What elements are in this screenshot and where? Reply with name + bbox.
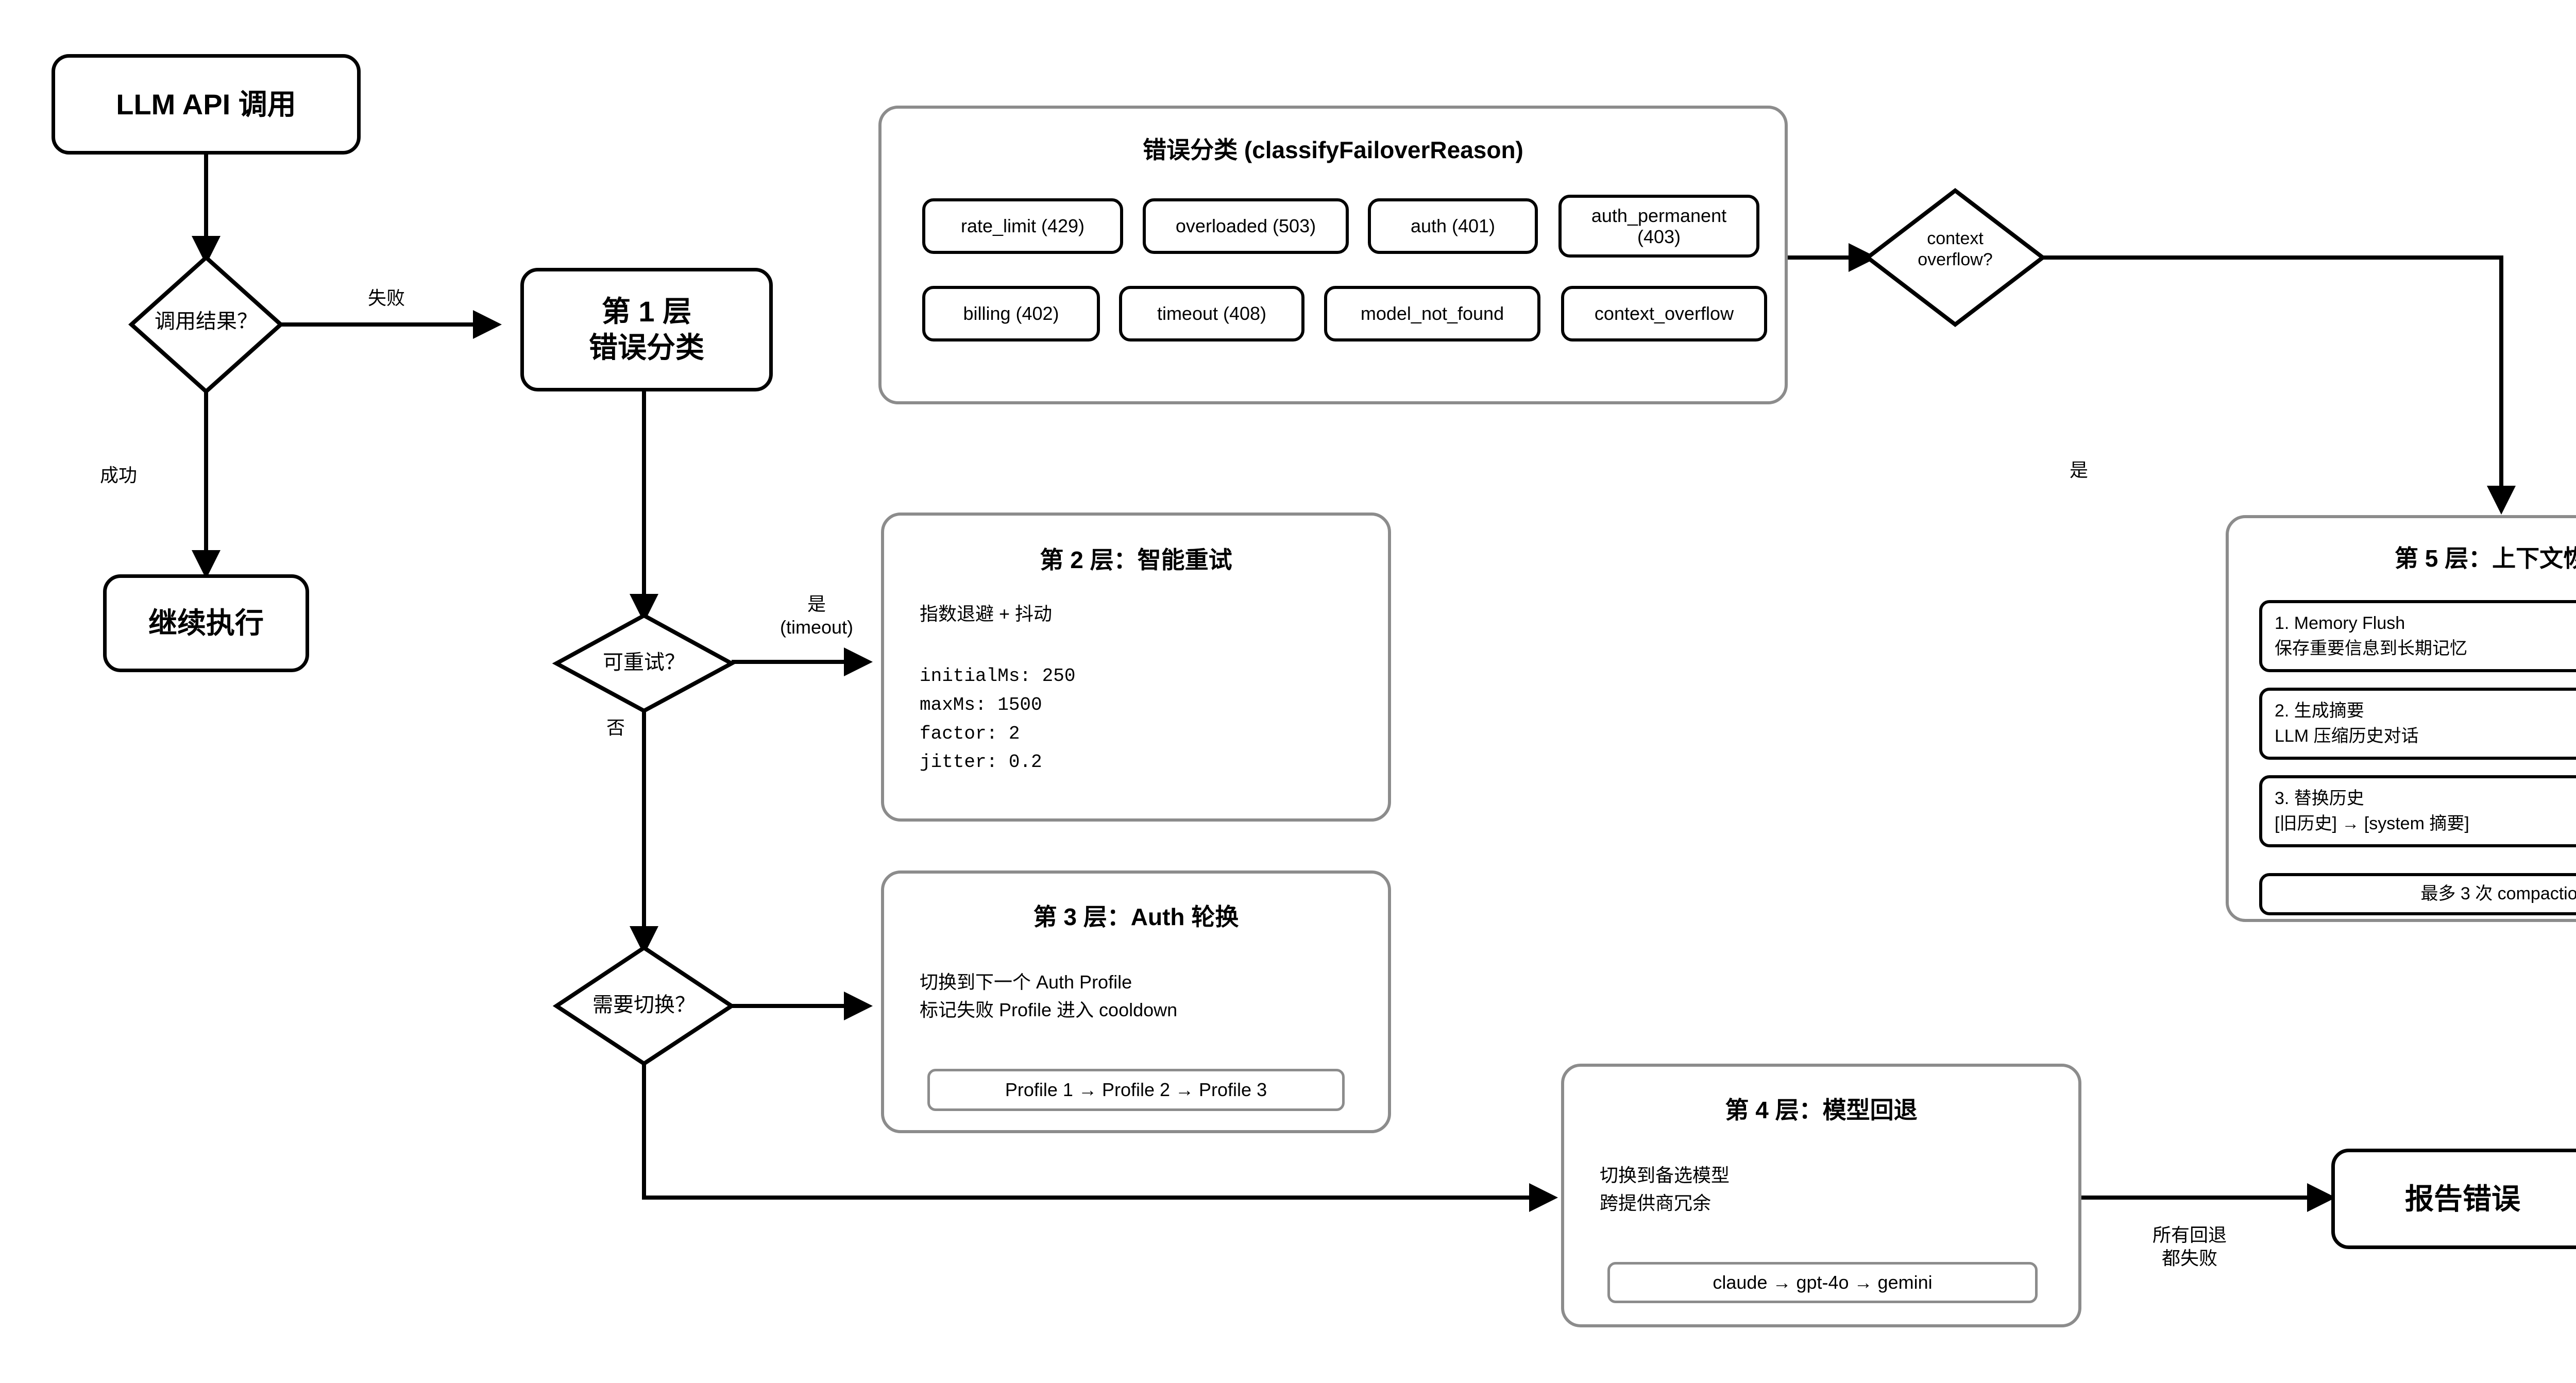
edge-label-all-fallback-failed: 所有回退 都失败 (2152, 1224, 2227, 1269)
chip-overloaded[interactable]: overloaded (503) (1143, 198, 1349, 254)
edge-label-yes-timeout: 是 (timeout) (779, 593, 854, 638)
node-report-error[interactable]: 报告错误 (2331, 1149, 2576, 1249)
decision-need-switch[interactable] (552, 945, 736, 1066)
chip-auth-permanent[interactable]: auth_permanent (403) (1558, 195, 1759, 258)
edge-contextoverflow-to-layer5 (2043, 255, 2516, 515)
node-start[interactable]: LLM API 调用 (52, 54, 361, 155)
panel-layer2: 第 2 层：智能重试 (881, 513, 1391, 822)
layer5-footer[interactable]: 最多 3 次 compaction (2259, 873, 2576, 915)
panel-layer3-title: 第 3 层：Auth 轮换 (1033, 903, 1239, 930)
chip-billing[interactable]: billing (402) (922, 286, 1100, 342)
layer5-step-2[interactable]: 2. 生成摘要 LLM 压缩历史对话 (2259, 688, 2576, 760)
chip-timeout[interactable]: timeout (408) (1119, 286, 1304, 342)
node-report-error-label: 报告错误 (2405, 1182, 2520, 1215)
decision-retryable[interactable] (552, 613, 736, 713)
chip-rate-limit[interactable]: rate_limit (429) (922, 198, 1123, 254)
chip-model-not-found[interactable]: model_not_found (1324, 286, 1540, 342)
panel-error-classification-title: 错误分类 (classifyFailoverReason) (1143, 136, 1523, 163)
layer3-lines: 切换到下一个 Auth Profile 标记失败 Profile 进入 cool… (920, 971, 1178, 1020)
layer2-config: initialMs: 250 maxMs: 1500 factor: 2 jit… (920, 665, 1076, 773)
layer4-lines: 切换到备选模型 跨提供商冗余 (1600, 1165, 1730, 1214)
layer3-profile-chain[interactable]: Profile 1 → Profile 2 → Profile 3 (927, 1069, 1345, 1111)
node-start-label: LLM API 调用 (116, 88, 296, 121)
edge-label-fail: 失败 (367, 287, 405, 309)
node-layer1[interactable]: 第 1 层 错误分类 (520, 268, 773, 391)
panel-layer2-title: 第 2 层：智能重试 (1040, 547, 1232, 573)
layer2-subtitle: 指数退避 + 抖动 (920, 603, 1053, 624)
chip-auth[interactable]: auth (401) (1368, 198, 1538, 254)
layer5-step-1[interactable]: 1. Memory Flush 保存重要信息到长期记忆 (2259, 600, 2576, 672)
node-continue-label: 继续执行 (148, 607, 264, 639)
node-continue[interactable]: 继续执行 (103, 574, 309, 672)
chip-context-overflow[interactable]: context_overflow (1561, 286, 1767, 342)
edge-needswitch-to-layer4 (642, 1064, 1558, 1212)
edge-label-yes: 是 (2069, 459, 2088, 481)
node-layer1-label: 第 1 层 错误分类 (589, 295, 704, 364)
decision-call-result[interactable] (128, 254, 284, 395)
edge-label-no: 否 (606, 717, 625, 738)
layer5-step-3[interactable]: 3. 替换历史 [旧历史] → [system 摘要] (2259, 775, 2576, 847)
panel-layer4-title: 第 4 层：模型回退 (1725, 1097, 1918, 1123)
edge-label-success: 成功 (99, 465, 137, 486)
layer4-model-chain[interactable]: claude → gpt-4o → gemini (1607, 1262, 2038, 1303)
panel-layer5-title: 第 5 层：上下文恢复 (2394, 545, 2576, 572)
decision-context-overflow[interactable] (1864, 187, 2046, 328)
